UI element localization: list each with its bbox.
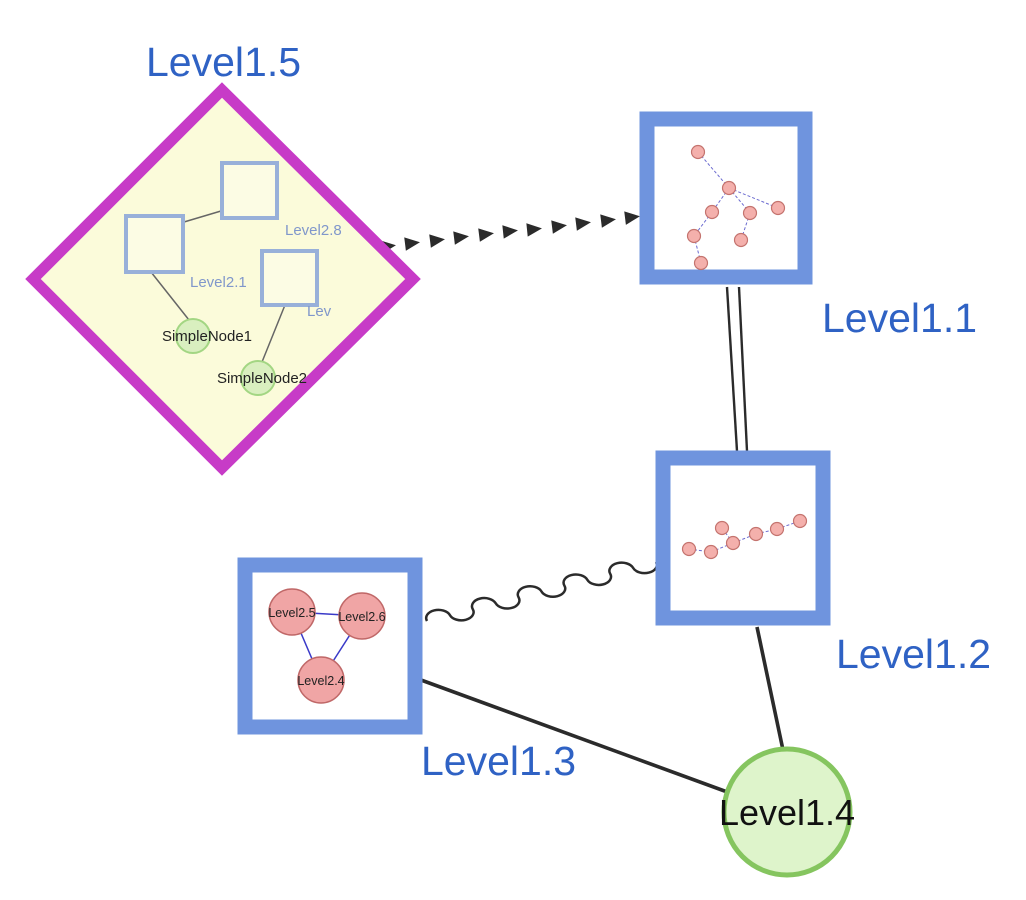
edge-level11-to-level12[interactable] <box>725 286 749 452</box>
simple-node-1-label: SimpleNode1 <box>162 328 252 345</box>
inner-edge-2[interactable] <box>150 271 190 321</box>
level14-circle[interactable] <box>721 746 853 878</box>
mini-node[interactable] <box>721 180 737 196</box>
mini-node[interactable] <box>704 204 720 220</box>
simple-node-1[interactable] <box>175 318 211 354</box>
node-level14-label: Level1.4 <box>719 792 855 833</box>
mini-node[interactable] <box>686 228 702 244</box>
edge-level13-to-level12[interactable] <box>424 561 659 622</box>
mini-node[interactable] <box>714 520 730 536</box>
mini-node[interactable] <box>769 521 785 537</box>
mini-node[interactable] <box>693 255 709 271</box>
inner-square-label-level28: Level2.8 <box>285 222 342 239</box>
node-level12-label: Level1.2 <box>836 631 991 677</box>
mini-node[interactable] <box>690 144 706 160</box>
level13-box[interactable] <box>237 557 423 735</box>
mini-node-level25-label: Level2.5 <box>268 606 315 620</box>
mini-node-level24[interactable] <box>297 656 345 704</box>
level12-box[interactable] <box>655 450 831 626</box>
inner-edge-3[interactable] <box>261 304 286 363</box>
diamond-shape[interactable] <box>25 82 421 476</box>
mini-node-level26-label: Level2.6 <box>338 610 385 624</box>
mini-node[interactable] <box>770 200 786 216</box>
inner-square-lev[interactable] <box>260 249 319 307</box>
mini-node[interactable] <box>748 526 764 542</box>
inner-edge-1[interactable] <box>183 210 222 223</box>
node-level12[interactable]: Level1.2 <box>655 450 991 677</box>
inner-square-level28[interactable] <box>220 161 279 220</box>
inner-square-label-lev: Lev <box>307 303 332 320</box>
mini-node[interactable] <box>733 232 749 248</box>
mini-node[interactable] <box>681 541 697 557</box>
simple-node-2-label: SimpleNode2 <box>217 370 307 387</box>
inner-square-label-level21: Level2.1 <box>190 274 247 291</box>
inner-square-level21[interactable] <box>124 214 185 274</box>
node-level13[interactable]: Level2.5 Level2.6 Level2.4 Level1.3 <box>237 557 576 784</box>
mini-node-level26[interactable] <box>338 592 386 640</box>
level11-mini-graph <box>686 144 786 271</box>
level12-mini-graph <box>681 513 808 560</box>
edge-level15-to-level11[interactable] <box>380 211 640 254</box>
node-level15[interactable]: Level2.8 Level2.1 Lev SimpleNode1 Simple… <box>25 39 421 476</box>
mini-node-level24-label: Level2.4 <box>297 674 344 688</box>
mini-node-level25[interactable] <box>268 588 316 636</box>
edge-level12-to-level14[interactable] <box>755 626 785 751</box>
simple-node-2[interactable] <box>240 360 276 396</box>
mini-node[interactable] <box>792 513 808 529</box>
edge-level13-to-level14[interactable] <box>420 678 731 795</box>
mini-node[interactable] <box>725 535 741 551</box>
mini-node[interactable] <box>742 205 758 221</box>
node-level11[interactable]: Level1.1 <box>639 111 977 341</box>
mini-node[interactable] <box>703 544 719 560</box>
node-level11-label: Level1.1 <box>822 295 977 341</box>
node-level15-label: Level1.5 <box>146 39 301 85</box>
node-level14[interactable]: Level1.4 <box>719 746 855 878</box>
node-level13-label: Level1.3 <box>421 738 576 784</box>
level13-mini-graph: Level2.5 Level2.6 Level2.4 <box>268 588 386 704</box>
level11-box[interactable] <box>639 111 813 285</box>
